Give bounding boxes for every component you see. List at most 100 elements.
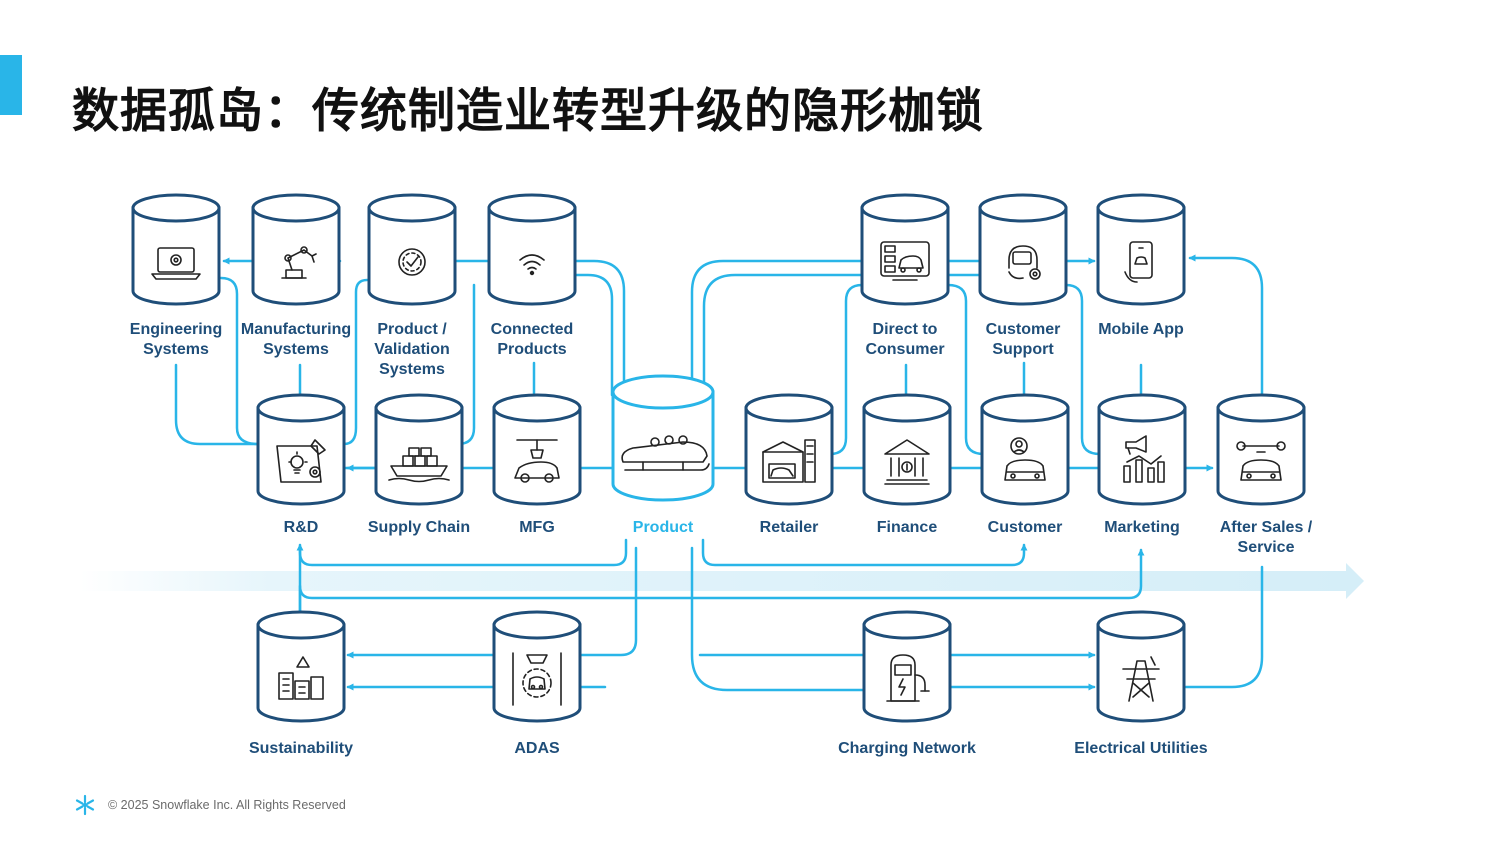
node-label-mfg: MFG (519, 519, 555, 536)
cylinder-top (1097, 393, 1187, 423)
user-car-icon (1004, 437, 1046, 481)
wifi-icon (519, 254, 545, 276)
cylinder-body (492, 623, 582, 723)
cylinder-body (1216, 406, 1306, 506)
cylinder-body (611, 390, 715, 502)
title-accent-bar (0, 55, 22, 115)
cylinder-body (251, 206, 341, 306)
cylinder-body (367, 206, 457, 306)
node-label-connected-products: Products (497, 341, 566, 358)
cylinder-top (1216, 393, 1306, 423)
node-marketing[interactable]: Marketing (1097, 393, 1187, 536)
node-finance[interactable]: Finance (862, 393, 952, 536)
charging-station-icon (886, 654, 930, 702)
cylinder-body (256, 406, 346, 506)
cargo-ship-icon (388, 447, 450, 483)
node-label-customer-support: Support (992, 341, 1054, 358)
node-label-manufacturing-systems: Systems (263, 341, 329, 358)
node-label-direct-to-consumer: Consumer (865, 341, 944, 358)
node-mfg[interactable]: MFG (492, 393, 582, 536)
node-label-electrical-utilities: Electrical Utilities (1074, 740, 1207, 757)
blueprint-lightbulb-icon (276, 439, 326, 483)
megaphone-chart-icon (1123, 435, 1165, 483)
dealership-icon (762, 439, 816, 483)
node-label-connected-products: Connected (491, 321, 574, 338)
cylinder-top (611, 374, 715, 410)
node-label-engineering-systems: Engineering (130, 321, 222, 338)
node-label-marketing: Marketing (1104, 519, 1180, 536)
snowflake-logo-icon (75, 794, 95, 816)
cylinder-body (1096, 206, 1186, 306)
bobsled-icon (621, 435, 710, 471)
node-label-product-validation-systems: Product / (377, 321, 447, 338)
cylinder-top (980, 393, 1070, 423)
cylinder-top (744, 393, 834, 423)
car-dashboard-icon (880, 241, 930, 281)
assembly-robot-icon (514, 439, 560, 483)
copyright-text: © 2025 Snowflake Inc. All Rights Reserve… (108, 798, 346, 812)
cylinder-body (1096, 623, 1186, 723)
cylinder-top (1096, 193, 1186, 223)
cylinder-top (374, 393, 464, 423)
bank-icon (884, 439, 930, 485)
node-product[interactable]: Product (611, 374, 715, 536)
cylinder-top (978, 193, 1068, 223)
node-after-sales-service[interactable]: After Sales / Service (1216, 393, 1313, 556)
cylinder-top (487, 193, 577, 223)
cylinder-top (131, 193, 221, 223)
cylinder-top (1096, 610, 1186, 640)
cylinder-top (862, 393, 952, 423)
node-adas[interactable]: ADAS (492, 610, 582, 757)
cylinder-body (862, 406, 952, 506)
cylinder-top (256, 393, 346, 423)
node-supply-chain[interactable]: Supply Chain (368, 393, 470, 536)
node-customer[interactable]: Customer (980, 393, 1070, 536)
node-rnd[interactable]: R&D (256, 393, 346, 536)
node-label-supply-chain: Supply Chain (368, 519, 470, 536)
cylinder-top (256, 610, 346, 640)
node-label-engineering-systems: Systems (143, 341, 209, 358)
node-mobile-app[interactable]: Mobile App (1096, 193, 1186, 338)
node-sustainability[interactable]: Sustainability (249, 610, 353, 757)
footer: © 2025 Snowflake Inc. All Rights Reserve… (74, 794, 346, 816)
node-label-charging-network: Charging Network (838, 740, 976, 757)
recycle-building-icon (278, 656, 324, 700)
node-label-customer-support: Customer (986, 321, 1061, 338)
robot-arm-icon (281, 246, 317, 279)
node-label-product: Product (633, 519, 694, 536)
node-label-mobile-app: Mobile App (1098, 321, 1184, 338)
node-label-customer: Customer (988, 519, 1063, 536)
cylinder-body (860, 206, 950, 306)
node-direct-to-consumer[interactable]: Direct to Consumer (860, 193, 950, 358)
nodes: EngineeringSystemsManufacturingSystemsPr… (130, 193, 1313, 757)
cylinder-top (862, 610, 952, 640)
node-charging-network[interactable]: Charging Network (838, 610, 976, 757)
node-label-product-validation-systems: Systems (379, 361, 445, 378)
node-electrical-utilities[interactable]: Electrical Utilities (1074, 610, 1208, 757)
node-label-after-sales-service: Service (1238, 539, 1295, 556)
wrench-car-icon (1236, 441, 1286, 481)
cylinder-top (492, 610, 582, 640)
timeline-band (80, 563, 1364, 599)
node-label-adas: ADAS (514, 740, 560, 757)
cylinder-body (862, 623, 952, 723)
node-retailer[interactable]: Retailer (744, 393, 834, 536)
node-label-after-sales-service: After Sales / (1220, 519, 1313, 536)
cylinder-body (131, 206, 221, 306)
page-title: 数据孤岛：传统制造业转型升级的隐形枷锁 (72, 84, 984, 139)
cylinder-top (860, 193, 950, 223)
node-label-product-validation-systems: Validation (374, 341, 450, 358)
node-label-manufacturing-systems: Manufacturing (241, 321, 351, 338)
node-label-sustainability: Sustainability (249, 740, 353, 757)
cylinder-body (980, 406, 1070, 506)
cylinder-top (367, 193, 457, 223)
cylinder-body (492, 406, 582, 506)
node-label-direct-to-consumer: Direct to (873, 321, 938, 338)
cylinder-body (978, 206, 1068, 306)
